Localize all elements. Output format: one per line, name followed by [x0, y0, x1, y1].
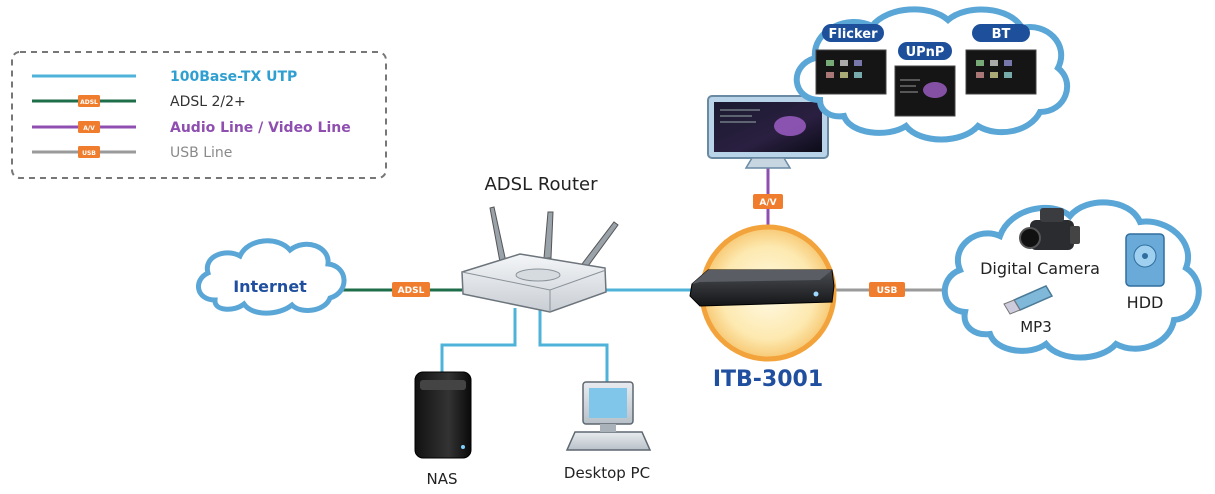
adsl-router: ADSL Router: [461, 174, 619, 313]
legend-frame: [11, 51, 387, 179]
hdd-icon: [1125, 233, 1165, 287]
legend-item-usb: USB USB Line: [32, 145, 232, 161]
mp3-icon: [1003, 285, 1054, 315]
service-flicker-label: Flicker: [828, 27, 878, 42]
legend-tag-usb: USB: [82, 150, 96, 157]
service-upnp: UPnP: [894, 42, 956, 117]
utp-line-router-nas: [440, 308, 517, 378]
adsl-tag-label: ADSL: [398, 286, 425, 296]
usb-tag: USB: [869, 282, 905, 297]
adsl-tag: ADSL: [392, 282, 430, 297]
internet-cloud: Internet: [196, 238, 347, 316]
desktop-pc-icon: [565, 381, 652, 451]
av-tag: A/V: [753, 194, 783, 209]
router-icon: [461, 206, 619, 313]
itb-device: ITB-3001: [689, 224, 837, 392]
legend-label-adsl: ADSL 2/2+: [170, 94, 246, 110]
service-upnp-label: UPnP: [906, 45, 945, 60]
services-cloud: Flicker UPnP BT: [793, 6, 1071, 143]
connections: [340, 165, 955, 382]
legend-tag-adsl: ADSL: [80, 99, 98, 106]
router-label: ADSL Router: [484, 174, 598, 195]
camera-icon: [1019, 208, 1080, 250]
av-tag-label: A/V: [759, 198, 776, 208]
mp3-label: MP3: [1020, 318, 1052, 336]
itb-box-icon: [689, 269, 835, 307]
utp-line-router-pc: [538, 305, 609, 382]
desktop-pc: Desktop PC: [564, 381, 652, 482]
legend-label-av: Audio Line / Video Line: [170, 120, 351, 136]
nas: NAS: [414, 371, 472, 488]
legend-label-utp: 100Base-TX UTP: [170, 69, 297, 85]
legend-item-adsl: ADSL ADSL 2/2+: [32, 94, 246, 110]
tv-icon: [707, 95, 829, 169]
service-flicker: Flicker: [815, 24, 887, 95]
nas-label: NAS: [426, 470, 457, 488]
itb-label: ITB-3001: [713, 367, 823, 392]
legend-tag-av: A/V: [83, 125, 95, 132]
service-bt: BT: [965, 24, 1037, 95]
tv: [707, 95, 829, 169]
usb-tag-label: USB: [877, 286, 898, 296]
service-bt-label: BT: [992, 27, 1011, 42]
desktop-pc-label: Desktop PC: [564, 464, 650, 482]
hdd-label: HDD: [1127, 293, 1164, 312]
internet-label: Internet: [233, 277, 307, 296]
storage-cloud: Digital Camera MP3 HDD: [941, 199, 1202, 361]
legend-item-av: A/V Audio Line / Video Line: [32, 120, 351, 136]
legend: 100Base-TX UTP ADSL ADSL 2/2+ A/V Audio …: [11, 51, 387, 179]
camera-label: Digital Camera: [980, 259, 1100, 278]
legend-label-usb: USB Line: [170, 145, 232, 161]
nas-icon: [414, 371, 472, 459]
legend-item-utp: 100Base-TX UTP: [32, 69, 297, 85]
